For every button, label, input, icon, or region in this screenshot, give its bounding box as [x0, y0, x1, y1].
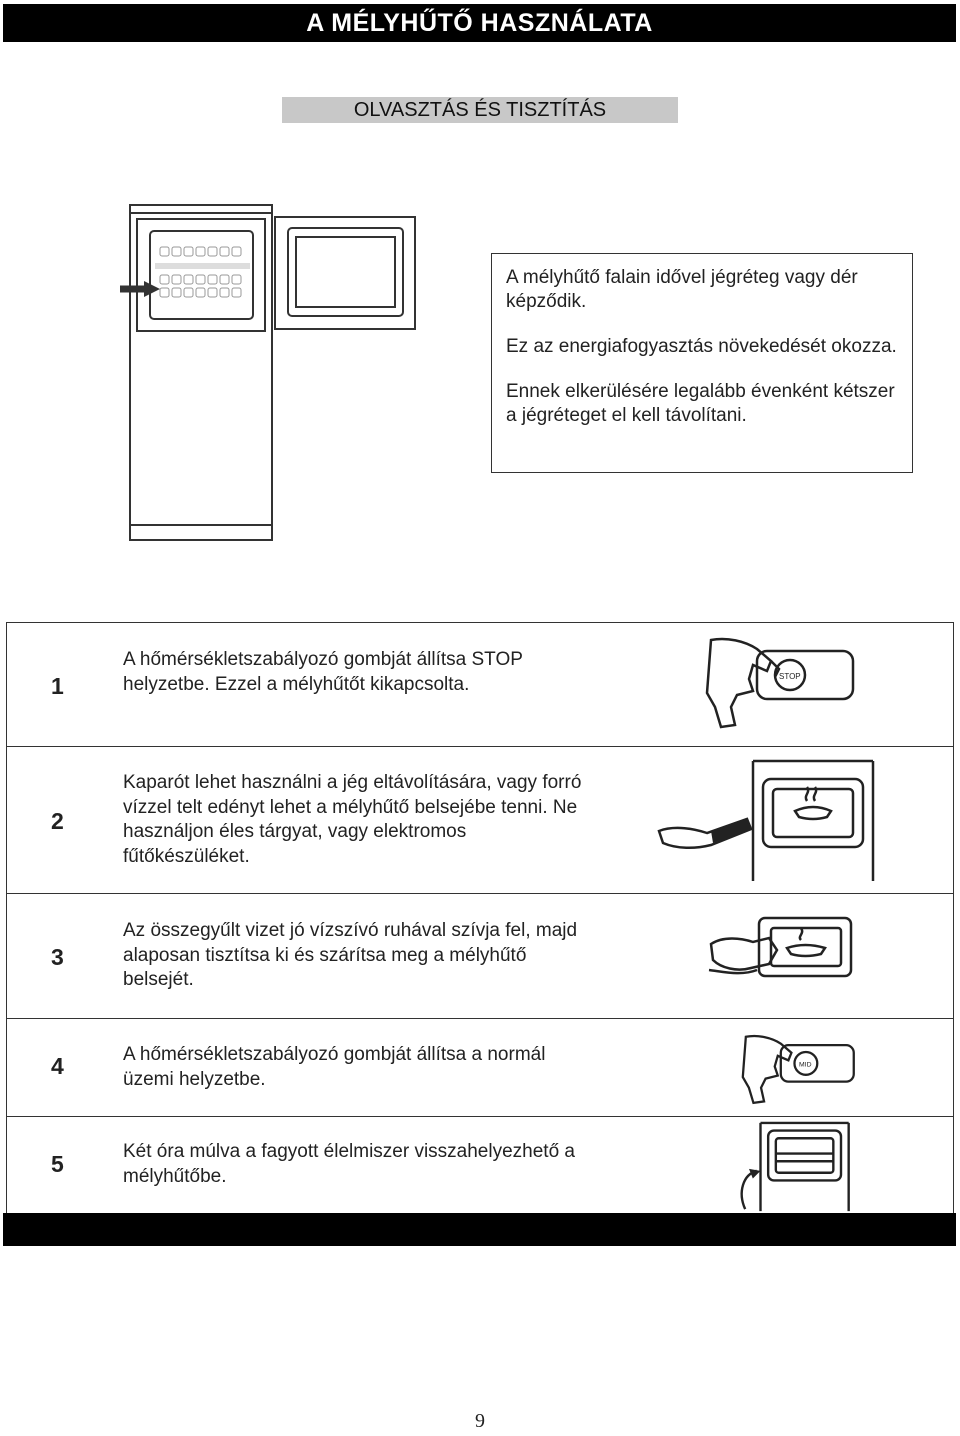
page-title: A MÉLYHŰTŐ HASZNÁLATA [3, 4, 956, 42]
step-row-3: 3 Az összegyűlt vizet jó vízszívó ruháva… [7, 894, 953, 1019]
page-number: 9 [475, 1410, 485, 1432]
info-paragraph: A mélyhűtő falain idővel jégréteg vagy d… [506, 267, 858, 312]
step-text: A hőmérsékletszabályozó gombját állítsa … [123, 1044, 546, 1090]
info-paragraph: Ez az energiafogyasztás növekedését okoz… [506, 336, 897, 357]
step-text: Kaparót lehet használni a jég eltávolítá… [123, 772, 582, 867]
step-row-5: 5 Két óra múlva a fagyott élelmiszer vis… [7, 1117, 953, 1216]
step-text: A hőmérsékletszabályozó gombját állítsa … [123, 649, 523, 695]
wiping-cloth-illustration [708, 916, 853, 978]
hand-turning-dial-stop-illustration: STOP [705, 637, 855, 729]
step-number: 4 [51, 1053, 64, 1079]
scraper-defrost-illustration [657, 759, 875, 881]
mid-dial-label: MID [799, 1061, 812, 1068]
step-text: Két óra múlva a fagyott élelmiszer vissz… [123, 1141, 575, 1187]
step-number: 3 [51, 944, 64, 970]
stop-dial-label: STOP [779, 672, 801, 681]
info-paragraph: Ennek elkerülésére legalább évenként két… [506, 381, 895, 426]
step-row-4: 4 A hőmérsékletszabályozó gombját állíts… [7, 1019, 953, 1117]
steps-table: 1 A hőmérsékletszabályozó gombját állíts… [6, 622, 954, 1215]
step-number: 1 [51, 673, 64, 699]
info-box: A mélyhűtő falain idővel jégréteg vagy d… [491, 253, 913, 473]
step-text: Az összegyűlt vizet jó vízszívó ruhával … [123, 920, 578, 990]
step-row-2: 2 Kaparót lehet használni a jég eltávolí… [7, 747, 953, 894]
step-number: 2 [51, 808, 64, 834]
step-number: 5 [51, 1151, 64, 1177]
return-food-illustration [740, 1121, 850, 1212]
hand-turning-dial-mid-illustration: MID [741, 1034, 855, 1105]
step-row-1: 1 A hőmérsékletszabályozó gombját állíts… [7, 623, 953, 747]
section-title: OLVASZTÁS ÉS TISZTÍTÁS [282, 97, 678, 123]
footer-bar [3, 1213, 956, 1246]
fridge-open-freezer-illustration [120, 204, 416, 541]
